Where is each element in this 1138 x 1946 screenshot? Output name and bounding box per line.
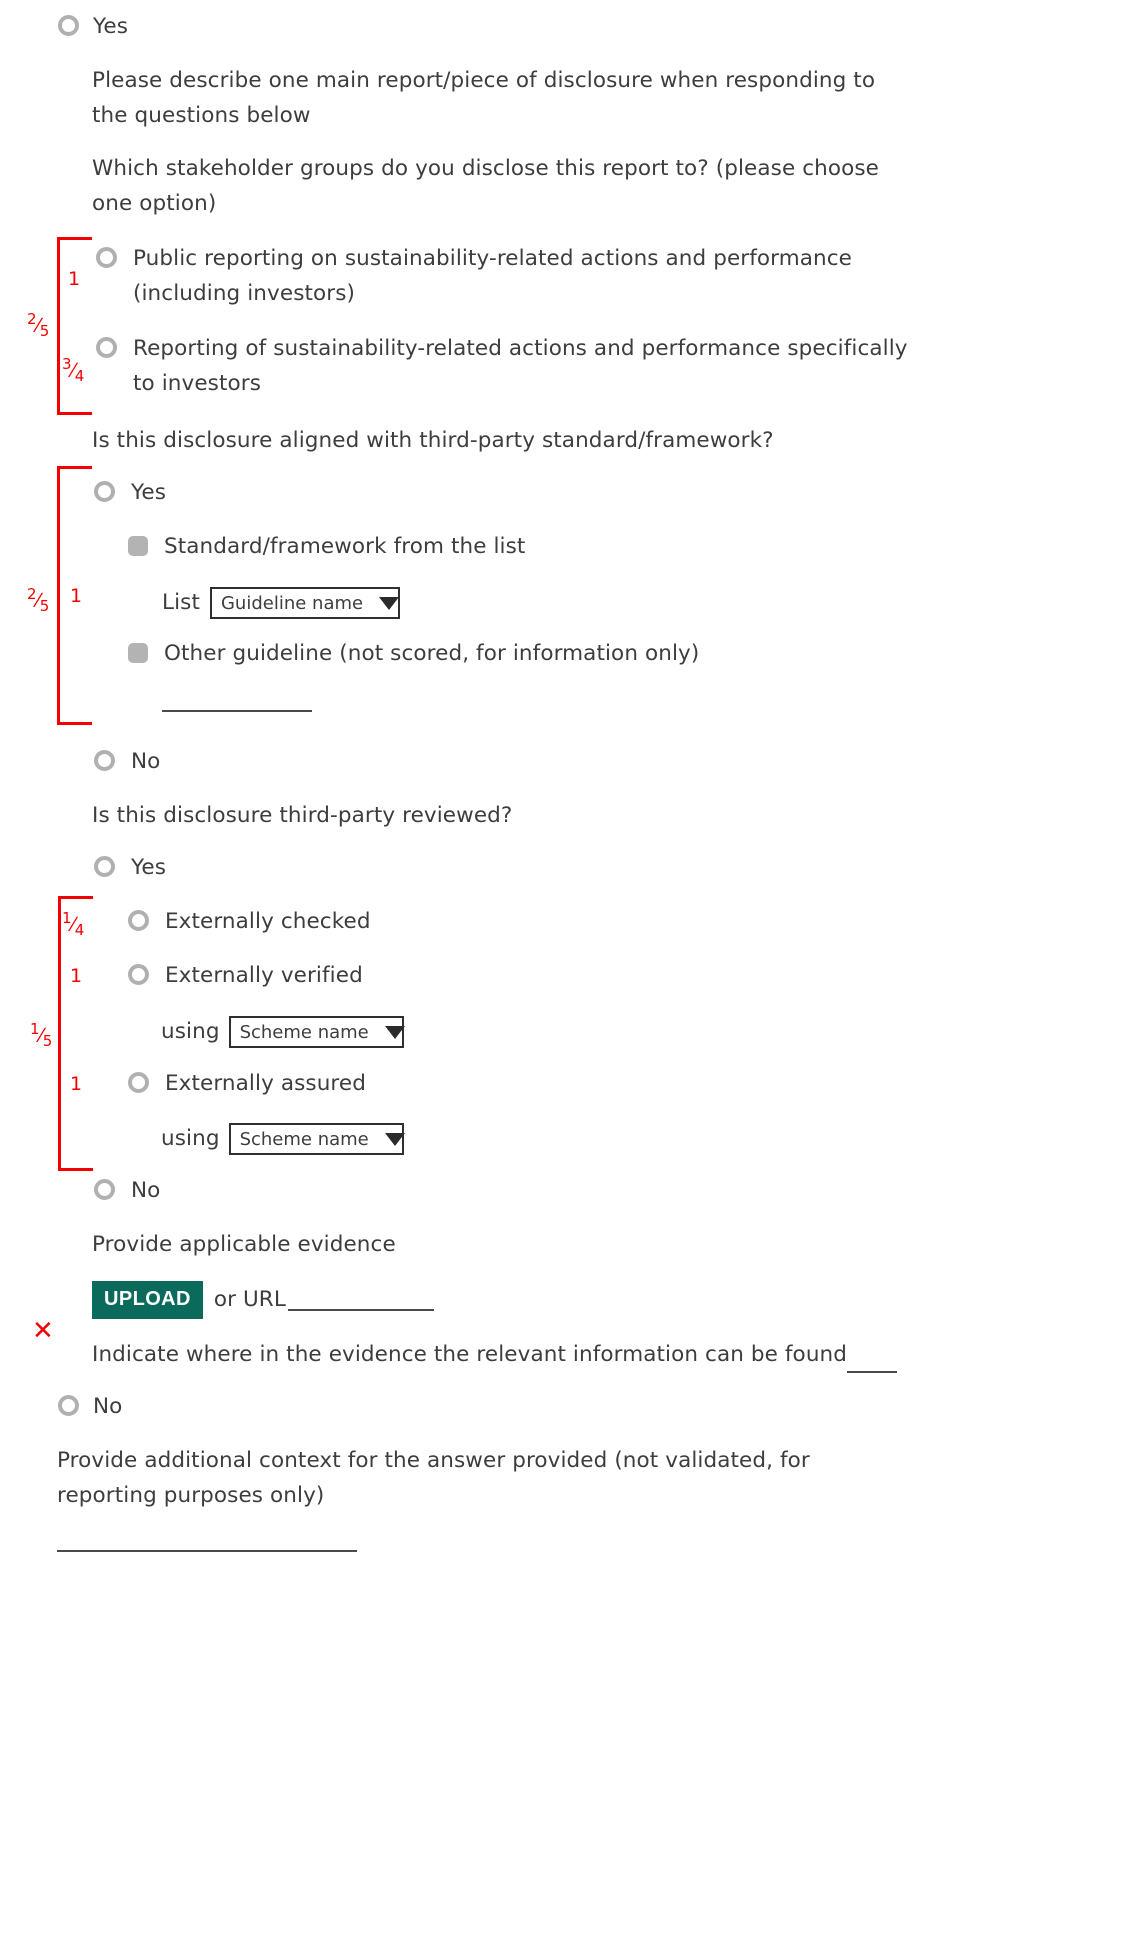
radio-icon[interactable] — [94, 750, 115, 771]
option-label: Yes — [131, 480, 167, 505]
radio-icon[interactable] — [96, 337, 117, 358]
guideline-name-select[interactable]: Guideline name — [209, 587, 400, 620]
using-label: using — [161, 1126, 220, 1151]
option-alignment-no[interactable]: No — [94, 745, 160, 780]
option-review-no[interactable]: No — [94, 1174, 160, 1209]
list-dropdown-row: List Guideline name — [162, 586, 400, 621]
option-label: Externally checked — [165, 909, 371, 934]
radio-icon[interactable] — [128, 964, 149, 985]
option-yes-top[interactable]: Yes — [58, 10, 128, 45]
annotation-marker-2-5: 2⁄5 — [27, 310, 50, 341]
option-label: Yes — [131, 855, 167, 880]
option-review-yes[interactable]: Yes — [94, 851, 166, 886]
stakeholder-option-investors[interactable]: Reporting of sustainability-related acti… — [96, 332, 916, 402]
url-input-line[interactable] — [287, 1289, 434, 1311]
annotation-marker-1-d: 1 — [70, 1073, 83, 1095]
annotation-marker-1-4: 1⁄4 — [62, 909, 85, 940]
option-label: Externally assured — [165, 1071, 366, 1096]
option-externally-assured[interactable]: Externally assured — [128, 1067, 366, 1102]
evidence-location-row: Indicate where in the evidence the relev… — [92, 1338, 898, 1373]
upload-row: UPLOAD or URL — [92, 1281, 434, 1319]
checkbox-standard-from-list[interactable]: Standard/framework from the list — [128, 530, 525, 565]
instruction-text: Please describe one main report/piece of… — [92, 68, 876, 128]
or-url-label: or URL — [213, 1286, 286, 1312]
annotation-bracket-stakeholder — [57, 237, 92, 415]
annotation-marker-x: ✕ — [32, 1316, 54, 1346]
radio-icon[interactable] — [94, 1179, 115, 1200]
option-label: Reporting of sustainability-related acti… — [133, 336, 908, 396]
assured-scheme-select[interactable]: Scheme name — [228, 1123, 405, 1156]
alignment-question: Is this disclosure aligned with third-pa… — [92, 428, 774, 453]
checkbox-label: Standard/framework from the list — [164, 534, 526, 559]
list-label: List — [162, 590, 200, 615]
radio-icon[interactable] — [96, 247, 117, 268]
stakeholder-option-public[interactable]: Public reporting on sustainability-relat… — [96, 242, 906, 312]
chevron-down-icon[interactable] — [384, 1025, 405, 1039]
option-bottom-no[interactable]: No — [58, 1390, 122, 1425]
radio-icon[interactable] — [128, 910, 149, 931]
option-label: No — [131, 749, 161, 774]
option-label: Public reporting on sustainability-relat… — [133, 246, 853, 306]
option-label: No — [131, 1178, 161, 1203]
evidence-location-label: Indicate where in the evidence the relev… — [92, 1342, 848, 1367]
option-label: Externally verified — [165, 963, 363, 988]
chevron-down-icon[interactable] — [384, 1132, 405, 1146]
blank-rule[interactable] — [162, 690, 312, 712]
radio-icon[interactable] — [58, 15, 79, 36]
option-alignment-yes[interactable]: Yes — [94, 476, 166, 511]
radio-icon[interactable] — [58, 1395, 79, 1416]
annotation-marker-1-5: 1⁄5 — [30, 1020, 53, 1051]
stakeholder-question: Which stakeholder groups do you disclose… — [92, 156, 879, 216]
using-label: using — [161, 1019, 220, 1044]
assured-scheme-row: using Scheme name — [161, 1122, 405, 1157]
verified-scheme-row: using Scheme name — [161, 1015, 405, 1050]
checkbox-other-guideline[interactable]: Other guideline (not scored, for informa… — [128, 637, 699, 672]
evidence-location-input-line[interactable] — [847, 1353, 898, 1373]
review-question: Is this disclosure third-party reviewed? — [92, 803, 513, 828]
radio-icon[interactable] — [94, 481, 115, 502]
verified-scheme-value: Scheme name — [239, 1021, 369, 1043]
other-guideline-input-line[interactable] — [162, 690, 312, 712]
additional-context-input-line[interactable] — [57, 1530, 357, 1552]
blank-rule[interactable] — [57, 1530, 357, 1552]
checkbox-icon[interactable] — [128, 536, 148, 556]
annotation-marker-1: 1 — [68, 268, 81, 290]
option-label: Yes — [93, 14, 129, 39]
annotation-marker-1-c: 1 — [70, 965, 83, 987]
verified-scheme-select[interactable]: Scheme name — [228, 1016, 405, 1049]
radio-icon[interactable] — [128, 1072, 149, 1093]
annotation-marker-2-5-b: 2⁄5 — [27, 585, 50, 616]
option-externally-checked[interactable]: Externally checked — [128, 905, 371, 940]
additional-context-text: Provide additional context for the answe… — [57, 1448, 810, 1508]
option-externally-verified[interactable]: Externally verified — [128, 959, 363, 994]
upload-button[interactable]: UPLOAD — [92, 1281, 203, 1319]
radio-icon[interactable] — [94, 856, 115, 877]
checkbox-label: Other guideline (not scored, for informa… — [164, 641, 700, 666]
guideline-name-value: Guideline name — [220, 592, 364, 614]
annotation-marker-1-b: 1 — [70, 585, 83, 607]
chevron-down-icon[interactable] — [379, 596, 400, 610]
option-label: No — [93, 1394, 123, 1419]
checkbox-icon[interactable] — [128, 643, 148, 663]
assured-scheme-value: Scheme name — [239, 1128, 369, 1150]
annotation-marker-3-4: 3⁄4 — [62, 355, 85, 386]
evidence-prompt: Provide applicable evidence — [92, 1232, 396, 1257]
